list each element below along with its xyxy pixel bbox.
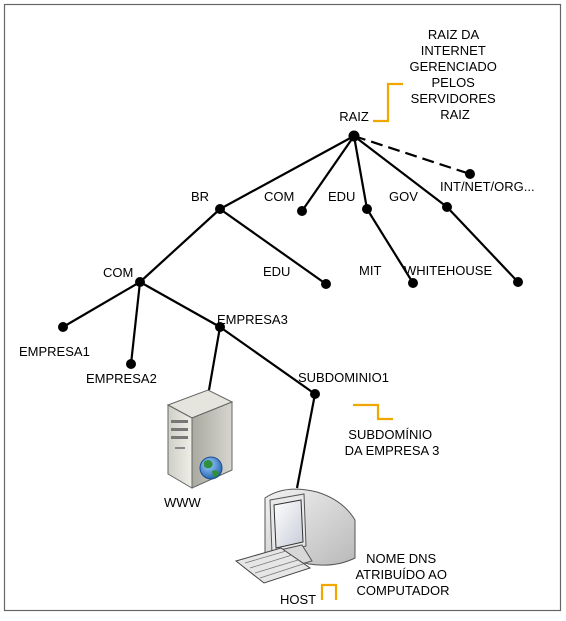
diagram-frame (3, 3, 562, 612)
callout-root-line: INTERNET (421, 43, 486, 58)
callout-host-line: COMPUTADOR (357, 583, 450, 598)
bracket-host (320, 583, 338, 600)
callout-root-line: RAIZ DA (428, 27, 480, 42)
edge-br-com (139, 208, 221, 283)
edge-root-edu (352, 135, 369, 210)
edge-com-empresa2 (129, 281, 142, 365)
edge-empresa3-subdominio1 (219, 326, 316, 395)
callout-root-line: PELOS (432, 75, 476, 90)
node-root (348, 130, 360, 142)
callout-sub-line: SUBDOMÍNIO (348, 427, 432, 442)
node-whitehouse (513, 277, 523, 287)
edge-root-int (353, 134, 471, 176)
callout-sub-line: DA EMPRESA 3 (345, 443, 440, 458)
node-edu-br (321, 279, 331, 289)
label-gov: GOV (389, 189, 418, 204)
edge-root-gov (353, 135, 448, 208)
label-whitehouse: WHITEHOUSE (404, 263, 492, 278)
node-empresa3 (215, 322, 225, 332)
callout-host-line: ATRIBUÍDO AO (355, 567, 447, 582)
bracket-root (373, 82, 403, 123)
label-root: RAIZ (339, 109, 369, 124)
node-gov (442, 202, 452, 212)
callout-root-line: SERVIDORES (411, 91, 496, 106)
node-edu-top (362, 204, 372, 214)
label-edu-br: EDU (263, 264, 290, 279)
label-www: WWW (164, 495, 202, 510)
node-subdominio1 (310, 389, 320, 399)
globe-icon (199, 456, 223, 480)
node-com-top (297, 206, 307, 216)
label-br: BR (191, 189, 209, 204)
label-empresa2: EMPRESA2 (86, 371, 157, 386)
tree-nodes (58, 130, 523, 399)
callout-root-line: GERENCIADO (409, 59, 496, 74)
label-empresa3: EMPRESA3 (217, 312, 288, 327)
edge-br-edu (219, 208, 327, 285)
node-mit (408, 278, 418, 288)
callout-subdominio-text: SUBDOMÍNIO DA EMPRESA 3 (345, 427, 440, 458)
node-br (215, 204, 225, 214)
keyboard-icon (234, 547, 312, 584)
server-icon (166, 389, 234, 489)
edge-com-empresa3 (139, 281, 221, 328)
label-edu-top: EDU (328, 189, 355, 204)
label-int-net-org: INT/NET/ORG... (440, 179, 535, 194)
callout-brackets (320, 82, 403, 600)
bracket-subdominio (353, 403, 393, 421)
node-com-br (135, 277, 145, 287)
callout-root-text: RAIZ DA INTERNET GERENCIADO PELOS SERVID… (409, 27, 500, 122)
callout-host-line: NOME DNS (366, 551, 436, 566)
tree-edges (62, 134, 519, 489)
edge-edu-mit (366, 208, 414, 284)
node-int (465, 169, 475, 179)
node-empresa2 (126, 359, 136, 369)
callout-root-line: RAIZ (440, 107, 470, 122)
label-mit: MIT (359, 263, 381, 278)
edge-empresa3-www (207, 326, 222, 391)
edge-gov-whitehouse (446, 206, 519, 283)
edge-subdominio1-host (295, 393, 317, 489)
computer-icon (234, 488, 356, 584)
callout-host-text: NOME DNS ATRIBUÍDO AO COMPUTADOR (355, 551, 450, 598)
label-com-top: COM (264, 189, 294, 204)
edge-com-empresa1 (62, 281, 141, 328)
label-host: HOST (280, 592, 316, 607)
node-empresa1 (58, 322, 68, 332)
edge-root-br (219, 135, 355, 210)
label-empresa1: EMPRESA1 (19, 344, 90, 359)
label-com-br: COM (103, 265, 133, 280)
edge-root-com (301, 135, 355, 212)
label-subdominio1: SUBDOMINIO1 (298, 370, 389, 385)
